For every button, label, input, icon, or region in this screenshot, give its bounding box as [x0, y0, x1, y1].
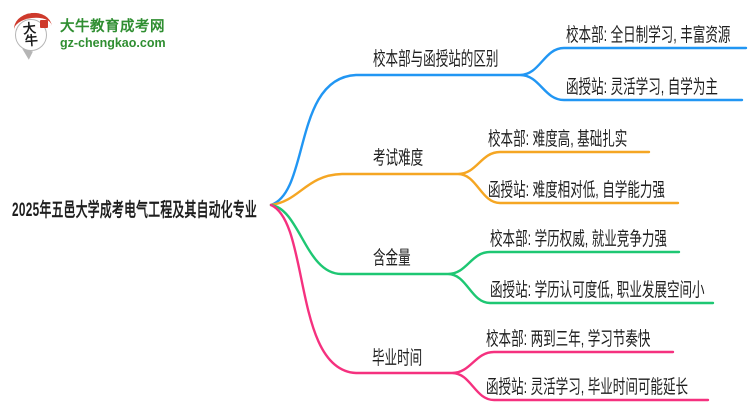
- daniu-logo-icon: 大 牛: [12, 10, 56, 61]
- branch-line-campus-vs-station: [269, 46, 748, 207]
- subtopic-station-credential: 函授站: 学历认可度低, 职业发展空间小: [490, 280, 705, 301]
- subtopic-campus-duration: 校本部: 两到三年, 学习节奏快: [486, 329, 651, 350]
- branch-line-exam-difficulty: [269, 150, 680, 207]
- subtopic-station-difficulty: 函授站: 难度相对低, 自学能力强: [488, 180, 665, 201]
- branch-line-credential-value: [269, 203, 715, 305]
- subtopic-campus-fulltime: 校本部: 全日制学习, 丰富资源: [566, 25, 731, 46]
- site-name: 大牛教育成考网: [60, 19, 165, 35]
- subtopic-station-duration: 函授站: 灵活学习, 毕业时间可能延长: [486, 377, 689, 398]
- branch-topic-campus-vs-station: 校本部与函授站的区别: [373, 49, 499, 70]
- subtopic-campus-credential: 校本部: 学历权威, 就业竞争力强: [490, 229, 667, 250]
- subtopic-campus-difficulty: 校本部: 难度高, 基础扎实: [488, 129, 628, 150]
- branch-topic-exam-difficulty: 考试难度: [373, 148, 424, 169]
- site-url: gz-chengkao.com: [60, 36, 166, 50]
- logo-character-bottom: 牛: [24, 33, 39, 50]
- root-topic: 2025年五邑大学成考电气工程及其自动化专业: [12, 200, 258, 221]
- site-logo-text: 大牛教育成考网 gz-chengkao.com: [60, 13, 166, 51]
- site-logo: 大 牛 大牛教育成考网 gz-chengkao.com: [12, 10, 166, 61]
- branch-topic-credential-value: 含金量: [373, 248, 411, 269]
- speech-bubble-shape: [15, 19, 47, 51]
- subtopic-station-flexible: 函授站: 灵活学习, 自学为主: [566, 77, 718, 98]
- speech-bubble-tail: [20, 48, 33, 61]
- branch-line-graduation-time: [269, 203, 710, 402]
- branch-topic-graduation-time: 毕业时间: [372, 348, 423, 369]
- logo-red-seal: [40, 20, 48, 28]
